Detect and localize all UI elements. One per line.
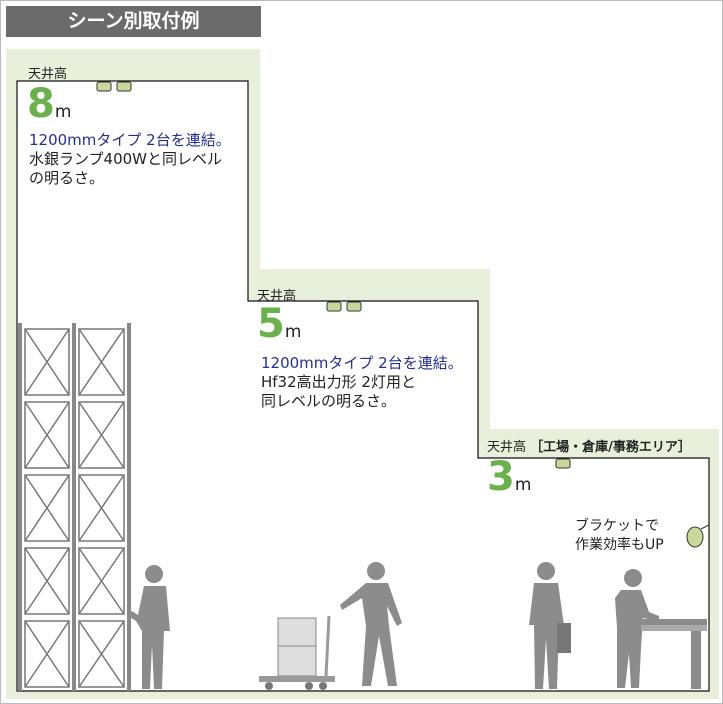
ceiling-light-icon <box>96 81 571 469</box>
ceiling-label: 天井高 ［工場・倉庫/事務エリア］ <box>487 440 691 455</box>
ceiling-label: 天井高 <box>257 289 297 304</box>
ceiling-height: 8m <box>27 81 72 127</box>
scene-description: 1200mmタイプ 2台を連結。水銀ランプ400Wと同レベルの明るさ。 <box>29 131 231 187</box>
rack-part <box>24 328 70 396</box>
rack-part <box>24 401 70 469</box>
page-title: シーン別取付例 <box>6 6 261 37</box>
ceiling-height: 3m <box>487 454 532 500</box>
rack-part <box>78 328 125 396</box>
rack-part <box>78 328 125 396</box>
storage-rack <box>18 323 131 691</box>
ceiling-label: 天井高 <box>28 67 68 82</box>
rack-part <box>78 547 125 615</box>
rack-part <box>24 401 70 469</box>
ceiling-height: 5m <box>257 301 302 347</box>
bracket-note: ブラケットで作業効率もUP <box>575 518 664 553</box>
rack-part <box>24 620 70 688</box>
rack-part <box>24 474 70 542</box>
rack-part <box>78 474 125 542</box>
rack-part <box>78 547 125 615</box>
rack-part <box>78 620 125 688</box>
bracket-light-icon <box>686 524 710 548</box>
rack-part <box>78 401 125 469</box>
rack-part <box>24 474 70 542</box>
rack-part <box>24 620 70 688</box>
rack-part <box>78 620 125 688</box>
worker-figures <box>128 562 659 689</box>
rack-part <box>24 328 70 396</box>
rack-part <box>24 547 70 615</box>
rack-part <box>78 474 125 542</box>
scene-description: 1200mmタイプ 2台を連結。Hf32高出力形 2灯用と同レベルの明るさ。 <box>261 354 463 410</box>
rack-part <box>78 401 125 469</box>
rack-part <box>24 547 70 615</box>
hand-cart <box>259 615 335 690</box>
workbench <box>639 619 707 689</box>
